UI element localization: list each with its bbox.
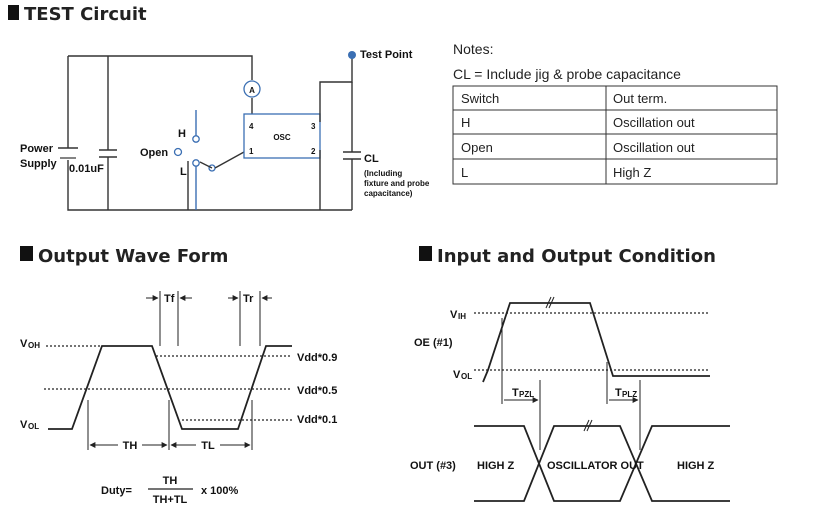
ammeter-icon (243, 80, 261, 98)
vdd-09-label: Vdd*0.9 (297, 352, 337, 364)
table-cell: H (461, 115, 470, 130)
io-timing: V IH V OL OE (#1) T PZL T PLZ OUT (#3) H… (410, 296, 730, 502)
power-label: Power (20, 143, 54, 155)
high-z-left-label: HIGH Z (477, 460, 515, 472)
test-circuit-title: TEST Circuit (24, 4, 147, 25)
oscillator-out-label: OSCILLATOR OUT (547, 460, 644, 472)
h-contact (192, 135, 200, 143)
tr-label: Tr (243, 293, 254, 305)
switch-table: Switch Out term. H Oscillation out Open … (452, 85, 778, 185)
oe-label: OE (#1) (414, 337, 453, 349)
table-cell: Oscillation out (613, 115, 695, 130)
output-wave-title: Output Wave Form (38, 246, 228, 267)
test-point-label: Test Point (360, 49, 413, 61)
l-contact (192, 159, 200, 167)
out-label: OUT (#3) (410, 460, 456, 472)
cl-label: CL (364, 153, 379, 165)
section-marker (8, 5, 19, 20)
cap-value-label: 0.01uF (69, 163, 104, 175)
test-circuit: A OSC 4 1 3 2 Test Point Power Supply 0.… (20, 49, 430, 211)
section-marker (419, 246, 432, 261)
output-waveform: Tf Tr V OH V OL Vdd*0.9 Vdd*0.5 Vdd*0.1 … (20, 291, 337, 506)
vih-label: V (450, 309, 458, 321)
vol-subscript: OL (28, 422, 39, 431)
vil-subscript: OL (461, 372, 472, 381)
pin-1: 1 (249, 147, 254, 156)
table-cell: Open (461, 140, 493, 155)
cl-note-2: fixture and probe (364, 179, 430, 188)
high-z-right-label: HIGH Z (677, 460, 715, 472)
table-header-switch: Switch (461, 91, 499, 106)
table-cell: L (461, 165, 468, 180)
vdd-05-label: Vdd*0.5 (297, 385, 337, 397)
duty-label: Duty= (101, 485, 132, 497)
th-label: TH (123, 440, 138, 452)
cl-note-1: (Including (364, 169, 402, 178)
pin-2: 2 (311, 147, 316, 156)
voh-subscript: OH (28, 341, 40, 350)
test-point-icon (348, 51, 356, 59)
osc-block (243, 113, 321, 159)
cl-note-3: capacitance) (364, 189, 413, 198)
table-cell: High Z (613, 165, 651, 180)
supply-label: Supply (20, 158, 58, 170)
tplz-subscript: PLZ (622, 390, 637, 399)
vil-label: V (453, 369, 461, 381)
vdd-01-label: Vdd*0.1 (297, 414, 337, 426)
notes-title: Notes: (453, 41, 493, 57)
vih-subscript: IH (458, 312, 466, 321)
table-header-out-term: Out term. (613, 91, 667, 106)
tl-label: TL (201, 440, 215, 452)
notes: Notes: CL = Include jig & probe capacita… (452, 41, 778, 185)
duty-denominator: TH+TL (153, 494, 188, 506)
tpzl-subscript: PZL (519, 390, 534, 399)
tpzl-label: T (512, 387, 519, 399)
vol-label: V (20, 419, 28, 431)
io-condition-title: Input and Output Condition (437, 246, 716, 267)
ammeter-label: A (249, 86, 255, 95)
pin-3: 3 (311, 122, 316, 131)
voh-label: V (20, 338, 28, 350)
duty-numerator: TH (163, 475, 178, 487)
tf-label: Tf (164, 293, 175, 305)
pin-4: 4 (249, 122, 254, 131)
tplz-label: T (615, 387, 622, 399)
notes-line: CL = Include jig & probe capacitance (453, 66, 681, 82)
open-contact (173, 147, 183, 157)
l-label: L (180, 166, 187, 178)
section-marker (20, 246, 33, 261)
open-label: Open (140, 147, 168, 159)
duty-multiplier: x 100% (201, 485, 239, 497)
h-label: H (178, 128, 186, 140)
osc-label: OSC (273, 133, 291, 142)
table-cell: Oscillation out (613, 140, 695, 155)
